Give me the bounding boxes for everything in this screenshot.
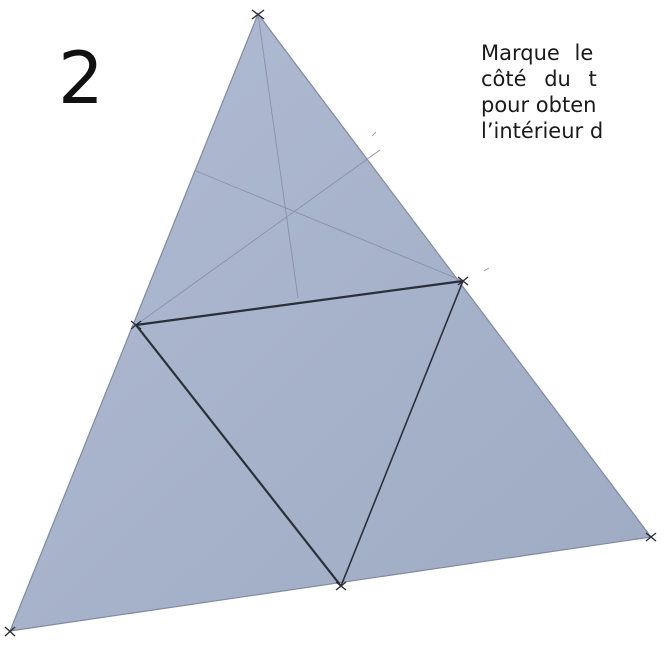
midpoint-line-right <box>340 280 464 587</box>
instruction-line: l’intérieur d <box>481 119 604 143</box>
midpoint-mark-bottom <box>335 581 347 591</box>
instruction-text: Marque le côté du t pour obten l’intérie… <box>481 40 664 144</box>
vertex-mark-bottom-left <box>4 626 16 637</box>
pencil-speck <box>371 131 377 137</box>
instruction-line: pour obten <box>481 93 597 117</box>
pencil-speck <box>483 267 490 272</box>
fold-line-median-b <box>135 149 381 326</box>
midpoint-mark-right <box>457 276 469 286</box>
vertex-mark-bottom-right <box>645 532 657 542</box>
fold-line-median-left <box>257 13 299 299</box>
midpoint-mark-left <box>130 320 142 330</box>
midpoint-line-top <box>134 279 465 327</box>
instruction-line: côté du t <box>481 67 597 91</box>
step-number: 2 <box>58 36 104 120</box>
paper-triangle <box>9 12 653 632</box>
vertex-mark-top <box>251 9 265 20</box>
midpoint-line-left <box>134 323 343 588</box>
instruction-line: Marque le <box>481 41 594 65</box>
fold-line-median-a <box>195 170 464 282</box>
